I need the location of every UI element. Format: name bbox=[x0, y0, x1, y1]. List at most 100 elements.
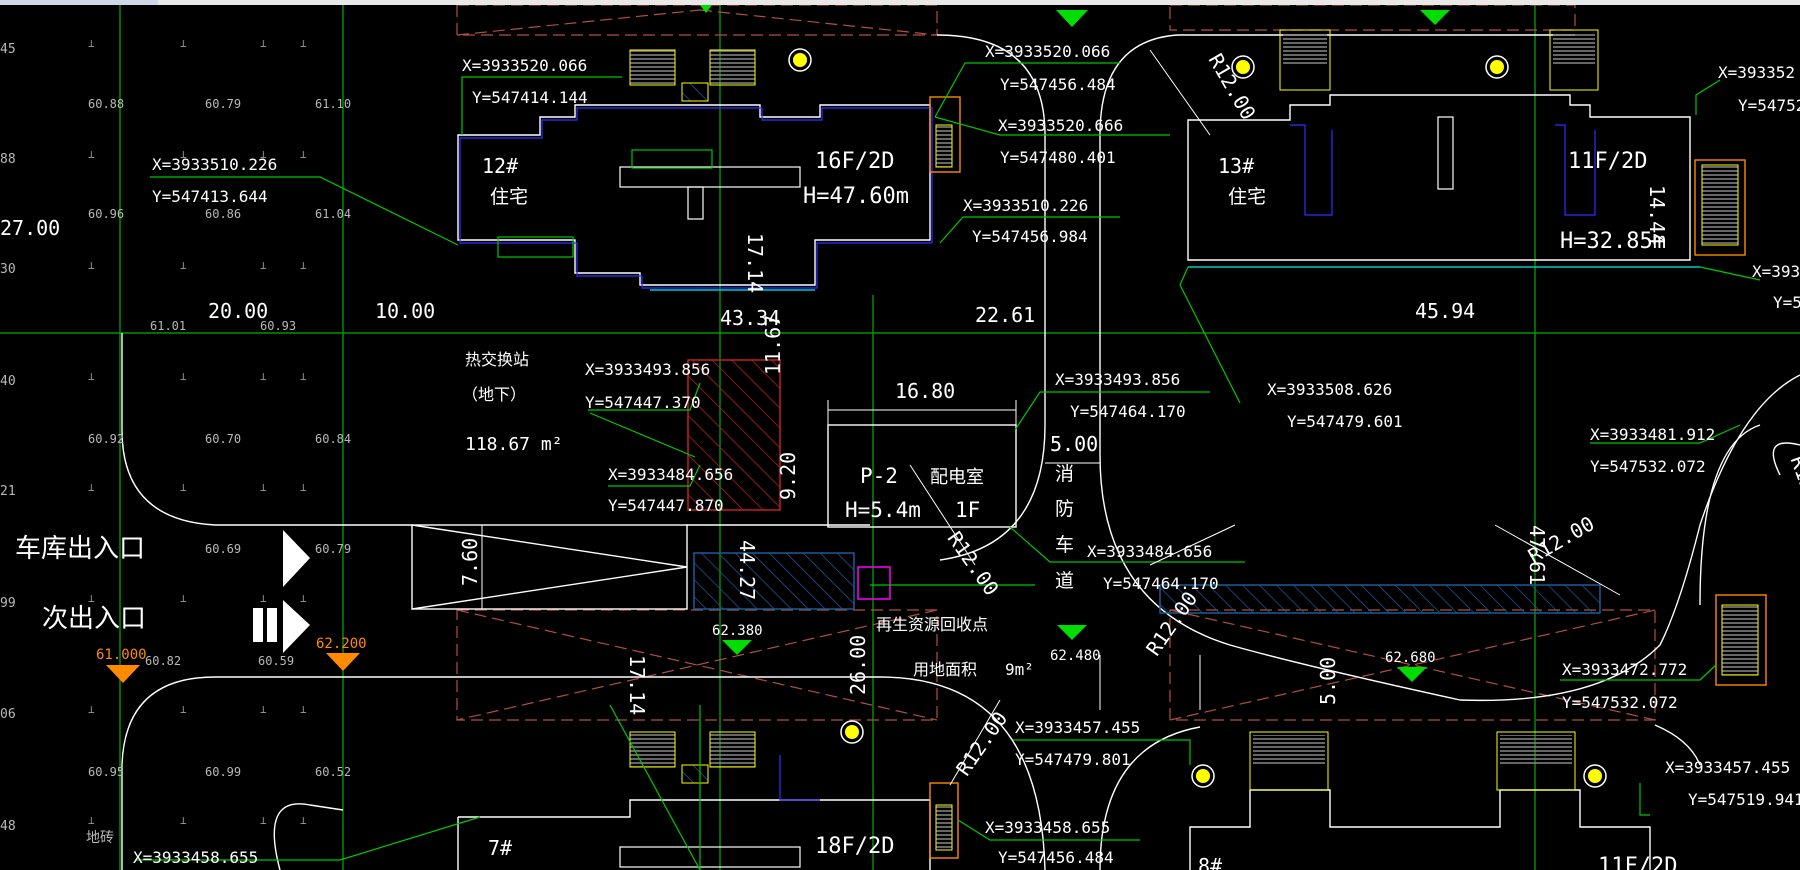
orange-triangle-icon bbox=[106, 665, 140, 683]
grid-tick-icon: ⊥ bbox=[180, 703, 187, 716]
white-bar-icon bbox=[253, 608, 263, 642]
label-coords-1-x: X=3933520.066 bbox=[985, 42, 1110, 61]
grid-tick-icon: ⊥ bbox=[300, 481, 307, 494]
label-labels-paving: 地砖 bbox=[86, 830, 114, 846]
cad-drawing-canvas[interactable]: 12# 住宅 16F/2D H=47.60m 13# 住宅 11F/2D H=3… bbox=[0, 5, 1800, 870]
label-edge_labels-g: 06 bbox=[0, 707, 16, 722]
b12-floors: 16F/2D bbox=[815, 149, 894, 174]
label-coords-12-x: X=3933457.455 bbox=[1015, 718, 1140, 737]
label-coords-2-x: X=3933520.666 bbox=[998, 116, 1123, 135]
grid-tick-icon: ⊥ bbox=[260, 703, 267, 716]
recycle-point-marker[interactable] bbox=[857, 566, 891, 600]
grid-tick-icon: ⊥ bbox=[180, 370, 187, 383]
label-coords-5-y: Y=547447.370 bbox=[585, 393, 701, 412]
label-dimensions-d2700: 27.00 bbox=[0, 216, 60, 240]
b13-height: H=32.85m bbox=[1560, 229, 1666, 254]
label-elevations-e62680: 62.680 bbox=[1385, 650, 1436, 666]
label-edge_labels-b: 88 bbox=[0, 152, 16, 167]
label-coords-7-y: Y=547447.870 bbox=[608, 496, 724, 515]
label-elevations-g2: 60.79 bbox=[205, 97, 241, 111]
label-dimensions-d920: 9.20 bbox=[776, 452, 800, 500]
label-coords-0-y: Y=547414.144 bbox=[472, 88, 588, 107]
heat-station-hatch bbox=[687, 359, 781, 511]
label-coords-8-y: Y=547464.170 bbox=[1103, 574, 1219, 593]
label-coords-14-y: Y=547519.941 bbox=[1688, 790, 1800, 809]
label-dimensions-r6: R12.00 bbox=[1786, 452, 1800, 528]
green-triangle-icon bbox=[722, 640, 752, 655]
label-labels-heat_station: 热交换站 bbox=[465, 350, 529, 369]
leader-lines bbox=[135, 62, 1761, 870]
label-coords-10-x: X=3933481.912 bbox=[1590, 425, 1715, 444]
label-dimensions-d500b: 5.00 bbox=[1316, 657, 1340, 705]
b13-use: 住宅 bbox=[1228, 186, 1266, 208]
grid-tick-icon: ⊥ bbox=[180, 481, 187, 494]
label-dimensions-d1167: 11.67 bbox=[761, 315, 785, 375]
grid-tick-icon: ⊥ bbox=[88, 37, 95, 50]
grid-tick-icon: ⊥ bbox=[260, 592, 267, 605]
label-coords-0-x: X=3933520.066 bbox=[462, 56, 587, 75]
label-edge_labels-e: 21 bbox=[0, 484, 16, 499]
label-coords-16-y: Y=54752 bbox=[1738, 96, 1800, 115]
label-dimensions-d10: 10.00 bbox=[375, 299, 435, 323]
grid-tick-icon: ⊥ bbox=[88, 592, 95, 605]
label-coords-9-x: X=3933508.626 bbox=[1267, 380, 1392, 399]
label-coords-18-y: Y=5 bbox=[1773, 293, 1800, 312]
grid-tick-icon: ⊥ bbox=[180, 814, 187, 827]
label-elevations-g1: 60.88 bbox=[88, 97, 124, 111]
label-elevations-e61000: 61.000 bbox=[96, 647, 147, 663]
label-elevations-e62200: 62.200 bbox=[316, 636, 367, 652]
grid-tick-icon: ⊥ bbox=[300, 592, 307, 605]
label-coords-4-x: X=3933510.226 bbox=[963, 196, 1088, 215]
green-triangle-icon bbox=[700, 5, 712, 13]
elevation-markers bbox=[106, 653, 360, 683]
grid-tick-icon: ⊥ bbox=[180, 37, 187, 50]
label-elevations-g7: 61.01 bbox=[150, 319, 186, 333]
green-markers bbox=[700, 5, 1450, 682]
label-labels-heat_station_under: （地下） bbox=[462, 385, 526, 404]
grid-tick-icon: ⊥ bbox=[260, 259, 267, 272]
building-12[interactable] bbox=[457, 49, 961, 291]
label-labels-fire_lane-3: 道 bbox=[1055, 570, 1074, 592]
label-dimensions-r5: R12.00 bbox=[951, 707, 1012, 780]
label-dimensions-d1444: 14.44 bbox=[1645, 185, 1669, 245]
label-edge_labels-d: 40 bbox=[0, 374, 16, 389]
yellow-circle-icon bbox=[788, 48, 812, 72]
orange-triangle-icon bbox=[326, 653, 360, 671]
grid-tick-icon: ⊥ bbox=[260, 481, 267, 494]
label-coords-9-y: Y=547479.601 bbox=[1287, 412, 1403, 431]
label-coords-3-x: X=3933510.226 bbox=[152, 155, 277, 174]
label-dimensions-d500a: 5.00 bbox=[1050, 432, 1098, 456]
label-coords-15-x: X=3933458.655 bbox=[133, 848, 258, 867]
label-elevations-g12: 60.69 bbox=[205, 542, 241, 556]
building-13[interactable] bbox=[1187, 29, 1746, 268]
label-coords-2-y: Y=547480.401 bbox=[1000, 148, 1116, 167]
label-dimensions-d4761: 47.61 bbox=[1525, 525, 1549, 585]
label-coords-8-x: X=3933484.656 bbox=[1087, 542, 1212, 561]
label-elevations-e62480: 62.480 bbox=[1050, 648, 1101, 664]
label-labels-land_area_value: 9m² bbox=[1005, 660, 1034, 679]
label-dimensions-d4334: 43.34 bbox=[720, 306, 780, 330]
underground-hatch-b bbox=[1159, 584, 1601, 614]
window-tab-area[interactable] bbox=[0, 0, 158, 5]
label-elevations-g15: 60.59 bbox=[258, 654, 294, 668]
dimension-lines bbox=[481, 49, 1621, 786]
grid-tick-icon: ⊥ bbox=[180, 259, 187, 272]
building-8[interactable] bbox=[1189, 594, 1767, 870]
elevation-labels: 61.000 62.200 62.380 62.480 62.680 bbox=[96, 623, 1436, 666]
label-coords-7-x: X=3933484.656 bbox=[608, 465, 733, 484]
label-dimensions-d1714a: 17.14 bbox=[743, 233, 767, 293]
label-elevations-g4: 60.96 bbox=[88, 207, 124, 221]
label-labels-fire_lane-0: 消 bbox=[1055, 463, 1074, 485]
building-7[interactable] bbox=[457, 731, 959, 870]
p2-substation[interactable] bbox=[827, 424, 1017, 528]
label-edge_labels-h: 48 bbox=[0, 819, 16, 834]
label-labels-garage_entry: 车库出入口 bbox=[15, 534, 145, 564]
p2-name: P-2 bbox=[860, 464, 898, 488]
grid-tick-icon: ⊥ bbox=[260, 148, 267, 161]
grid-tick-icon: ⊥ bbox=[260, 37, 267, 50]
grid-tick-icon: ⊥ bbox=[300, 259, 307, 272]
label-coords-17-x: X=39335 bbox=[1752, 262, 1800, 281]
grid-tick-icon: ⊥ bbox=[88, 259, 95, 272]
label-coords-13-y: Y=547456.484 bbox=[998, 848, 1114, 867]
white-bar-icon bbox=[267, 608, 277, 642]
